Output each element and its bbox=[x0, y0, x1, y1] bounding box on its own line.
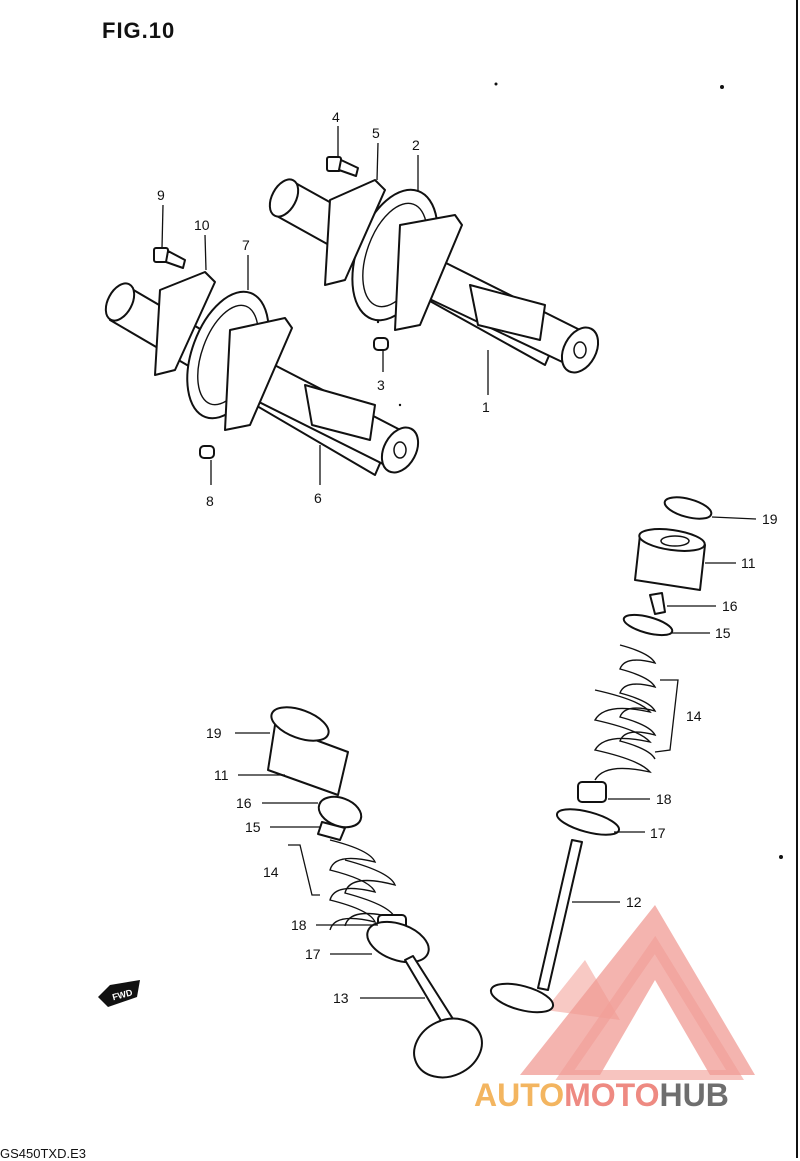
callout-3: 3 bbox=[377, 377, 385, 393]
callout-2: 2 bbox=[412, 137, 420, 153]
dowel-pin-icon bbox=[373, 337, 389, 351]
callout-11-right: 11 bbox=[741, 555, 756, 571]
callout-17-right: 17 bbox=[650, 825, 666, 841]
callout-18-left: 18 bbox=[291, 917, 307, 933]
callout-7: 7 bbox=[242, 237, 250, 253]
callout-15-left: 15 bbox=[245, 819, 261, 835]
callout-12-right: 12 bbox=[626, 894, 642, 910]
callout-4: 4 bbox=[332, 109, 340, 125]
callout-16-left: 16 bbox=[236, 795, 252, 811]
callout-5: 5 bbox=[372, 125, 380, 141]
brand-part-hub: HUB bbox=[659, 1077, 729, 1113]
callout-9: 9 bbox=[157, 187, 165, 203]
callout-16-right: 16 bbox=[722, 598, 738, 614]
bolt-icon bbox=[153, 247, 186, 269]
callout-18-right: 18 bbox=[656, 791, 672, 807]
callout-10: 10 bbox=[194, 217, 210, 233]
callout-6: 6 bbox=[314, 490, 322, 506]
bolt-icon bbox=[326, 156, 359, 177]
fwd-arrow-icon: FWD bbox=[98, 980, 140, 1007]
dowel-pin-icon bbox=[199, 445, 215, 459]
valve-assembly-right bbox=[489, 496, 713, 1014]
callout-14-left: 14 bbox=[263, 864, 279, 880]
callout-19-left: 19 bbox=[206, 725, 222, 741]
brand-part-auto: AUTO bbox=[474, 1077, 565, 1113]
camshaft-exhaust bbox=[268, 178, 600, 374]
leader-lines bbox=[161, 126, 757, 999]
figure-title: FIG.10 bbox=[102, 18, 176, 43]
callout-1: 1 bbox=[482, 399, 490, 415]
watermark-logo-icon bbox=[520, 905, 755, 1080]
callout-17-left: 17 bbox=[305, 946, 321, 962]
valve-assembly-left bbox=[267, 706, 483, 1079]
callout-11-left: 11 bbox=[214, 767, 229, 783]
brand-part-moto: MOTO bbox=[564, 1077, 660, 1113]
watermark-brand: AUTOMOTOHUB bbox=[474, 1077, 729, 1114]
callout-14-right: 14 bbox=[686, 708, 702, 724]
model-code: GS450TXD.E3 bbox=[0, 1146, 86, 1161]
callout-8: 8 bbox=[206, 493, 214, 509]
callouts: 4 5 2 1 3 9 10 7 6 8 19 11 16 15 14 18 1… bbox=[157, 109, 778, 1006]
callout-13-left: 13 bbox=[333, 990, 349, 1006]
callout-15-right: 15 bbox=[715, 625, 731, 641]
camshaft-intake bbox=[104, 271, 420, 476]
callout-19-right: 19 bbox=[762, 511, 778, 527]
